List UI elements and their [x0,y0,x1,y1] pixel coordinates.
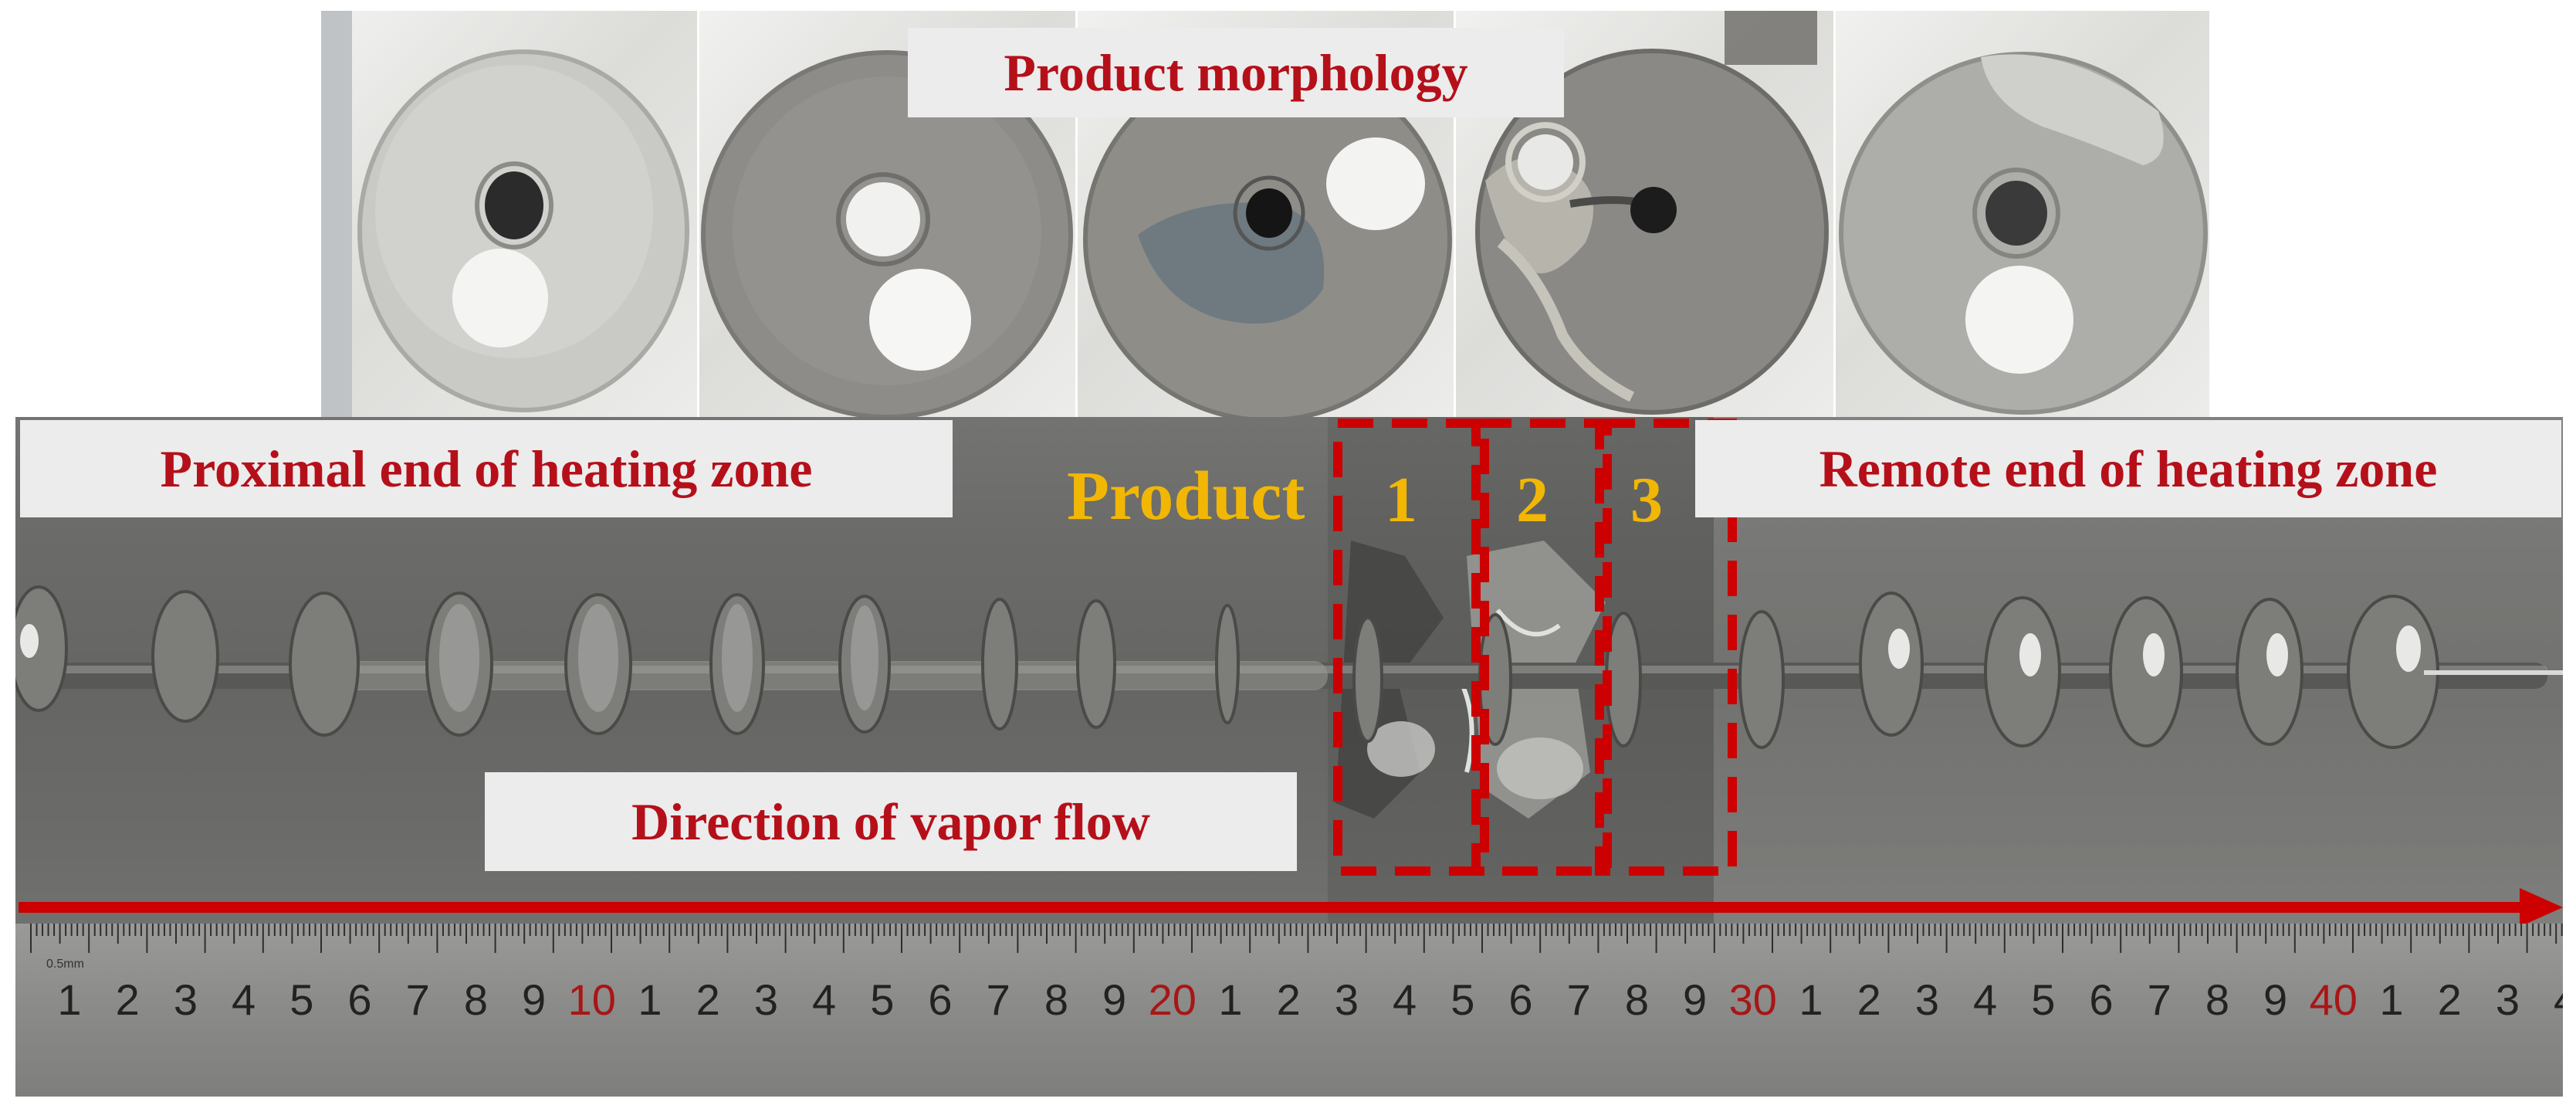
ruler-number: 1 [638,975,662,1024]
product-label: Product [1067,458,1305,534]
ruler-number: 2 [1857,975,1881,1024]
ruler-number: 5 [289,975,314,1024]
ruler-number: 8 [1044,975,1068,1024]
photo-divider [697,11,699,417]
ruler-number: 3 [753,975,778,1024]
ruler-number: 2 [2437,975,2462,1024]
ruler-number: 9 [522,975,547,1024]
ruler-number: 4 [232,975,256,1024]
disc-2-image [701,50,1073,417]
ruler-number: 30 [1728,975,1777,1024]
ruler-number: 3 [1914,975,1939,1024]
vapor-flow-direction-label: Direction of vapor flow [485,772,1297,871]
ruler-number: 3 [173,975,198,1024]
ruler-number: 1 [1799,975,1823,1024]
zone-1-label: 1 [1385,464,1417,536]
remote-end-label: Remote end of heating zone [1695,420,2561,517]
proximal-end-label: Proximal end of heating zone [20,420,953,517]
morphology-photo-5 [1834,11,2209,417]
zone-3-box [1595,419,1737,876]
morphology-photo-2 [698,11,1076,417]
photo-divider [1833,11,1836,417]
disc-1-image [321,11,689,417]
ruler-number: 1 [2379,975,2404,1024]
morphology-photo-1 [321,11,698,417]
ruler-number: 6 [347,975,372,1024]
photo-divider [1454,11,1456,417]
ruler-number: 8 [1624,975,1649,1024]
ruler-number: 6 [2089,975,2114,1024]
ruler-number: 1 [57,975,82,1024]
ruler-number: 7 [405,975,430,1024]
zone-2-label: 2 [1516,464,1549,536]
ruler-number: 3 [1334,975,1359,1024]
disc-4-image [1475,11,1829,415]
ruler-number: 2 [115,975,140,1024]
ruler-number: 1 [1218,975,1243,1024]
ruler-ticks [30,924,2563,953]
ruler-number: 7 [2147,975,2171,1024]
ruler-number: 2 [696,975,720,1024]
ruler-number: 7 [1566,975,1591,1024]
ruler-number: 8 [463,975,488,1024]
disc-5-image [1839,52,2208,415]
ruler-number: 2 [1276,975,1301,1024]
zone-3-label: 3 [1630,464,1663,536]
zone-boxes [1333,419,1737,876]
ruler-number: 20 [1148,975,1197,1024]
vapor-flow-arrow [19,888,2563,927]
ruler-number: 6 [1508,975,1533,1024]
ruler-number: 6 [928,975,953,1024]
ruler-number: 4 [812,975,837,1024]
product-morphology-photo-strip [321,11,2209,417]
ruler-number: 7 [986,975,1010,1024]
ruler-number: 40 [2309,975,2358,1024]
disc-3-image [1083,56,1452,417]
ruler-number: 4 [2554,975,2563,1025]
ruler-number: 10 [567,975,616,1024]
product-morphology-label: Product morphology [908,28,1564,117]
ruler-unit-label: 0.5mm [46,958,84,971]
zone-1-box [1333,419,1489,876]
photo-divider [1075,11,1078,417]
morphology-photo-4 [1454,11,1834,417]
ruler-number: 4 [1973,975,1998,1024]
zone-2-box [1471,419,1612,876]
ruler-number: 5 [2031,975,2056,1024]
ruler-number: 5 [870,975,895,1024]
ruler-number: 8 [2205,975,2229,1024]
ruler-number: 4 [1393,975,1417,1024]
ruler-number: 9 [2263,975,2288,1024]
ruler-number: 5 [1450,975,1475,1024]
ruler-number: 9 [1102,975,1127,1024]
ruler-number: 9 [1683,975,1708,1024]
ruler-number: 3 [2495,975,2520,1024]
